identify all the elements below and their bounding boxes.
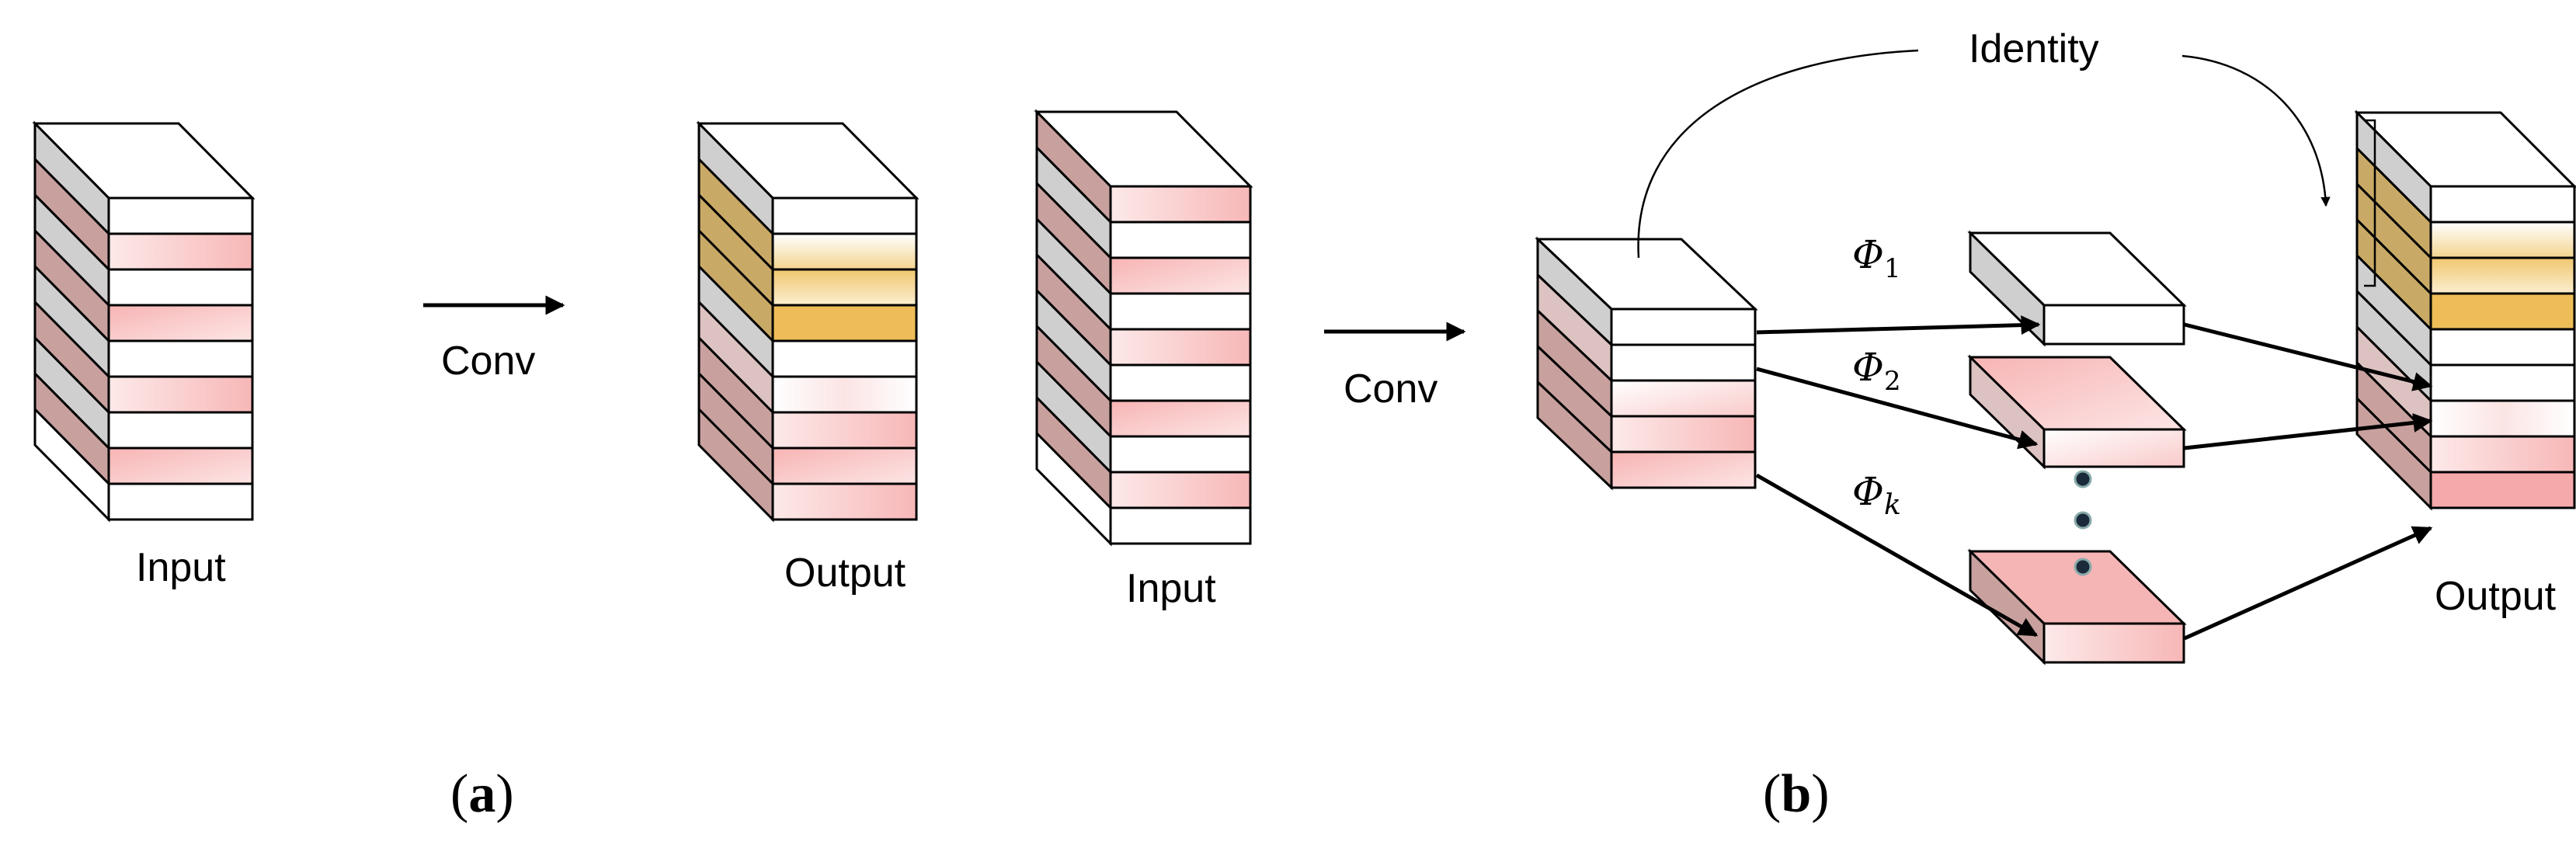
panel-b: Input Conv Identity Φ1 Φ2 Φk Output bbox=[1126, 26, 2557, 824]
input-label-b: Input bbox=[1126, 566, 1216, 611]
output-block-a-layer-7 bbox=[771, 411, 918, 450]
phi-k-label: Φk bbox=[1852, 469, 1901, 521]
panel-a: Conv Input Output (a) bbox=[136, 295, 906, 824]
phi-k-subscript: k bbox=[1884, 489, 1901, 521]
input-block-a-layer-9 bbox=[107, 482, 254, 521]
output-block-b-layer-8 bbox=[2429, 435, 2576, 474]
output-block-a-layer-5 bbox=[771, 339, 918, 378]
input-block-a bbox=[32, 120, 256, 523]
input-block-b-layer-5 bbox=[1109, 328, 1252, 367]
output-block-b-layer-2 bbox=[2429, 221, 2576, 259]
output-block-b-layer-9 bbox=[2429, 471, 2576, 509]
panel-caption-b: (b) bbox=[1763, 764, 1830, 824]
caption-open-paren-b: ( bbox=[1763, 764, 1781, 824]
input-block-a-layer-6 bbox=[107, 375, 254, 414]
input-block-a-layer-1 bbox=[107, 196, 254, 235]
output-block-a-layer-9 bbox=[771, 482, 918, 521]
panel-caption-a: (a) bbox=[450, 764, 514, 824]
output-block-a-layer-1 bbox=[771, 196, 918, 235]
caption-close-paren-b: ) bbox=[1811, 764, 1829, 824]
output-block-b-layer-6 bbox=[2429, 363, 2576, 402]
identity-label: Identity bbox=[1969, 26, 2099, 71]
output-label-b: Output bbox=[2435, 574, 2557, 619]
caption-letter-a: a bbox=[468, 764, 495, 824]
output-block-a-layer-4 bbox=[771, 304, 918, 342]
arrow-input-to-phik bbox=[1755, 473, 2039, 638]
input-block-a-layer-2 bbox=[107, 232, 254, 271]
arrow-phik-to-output bbox=[2183, 526, 2433, 641]
output-block-b bbox=[2354, 109, 2576, 511]
ellipsis-dot-1 bbox=[2074, 470, 2092, 488]
output-block-b-layer-1 bbox=[2429, 185, 2576, 224]
input-block-a-layer-5 bbox=[107, 339, 254, 378]
caption-letter-b: b bbox=[1781, 764, 1811, 824]
phi-2-subscript: 2 bbox=[1884, 366, 1901, 397]
output-block-b-layer-7 bbox=[2429, 399, 2576, 438]
phi-k-symbol: Φ bbox=[1852, 469, 1884, 514]
phi-k-slab-front bbox=[2042, 622, 2185, 664]
feature-block-b-layer-4 bbox=[1610, 415, 1757, 454]
input-block-b-layer-10 bbox=[1109, 506, 1252, 545]
phi-2-slab-front bbox=[2042, 428, 2185, 468]
feature-block-b-layer-2 bbox=[1610, 343, 1757, 382]
phi-2-symbol: Φ bbox=[1852, 345, 1884, 390]
identity-bracket bbox=[2364, 119, 2376, 287]
phi-2-slab bbox=[1967, 354, 2187, 470]
output-block-a-layer-3 bbox=[771, 268, 918, 307]
input-label-a: Input bbox=[136, 545, 226, 590]
input-block-b-layer-7 bbox=[1109, 399, 1252, 438]
input-block-b-layer-6 bbox=[1109, 363, 1252, 402]
ellipsis-dot-2 bbox=[2074, 511, 2092, 530]
caption-open-paren: ( bbox=[450, 764, 468, 824]
input-block-a-layer-3 bbox=[107, 268, 254, 307]
identity-curve-right bbox=[2181, 54, 2331, 207]
feature-block-b bbox=[1535, 236, 1758, 491]
feature-block-b-layer-3 bbox=[1610, 379, 1757, 418]
output-block-a bbox=[696, 120, 920, 523]
output-block-b-layer-5 bbox=[2429, 328, 2576, 367]
output-block-b-layer-3 bbox=[2429, 256, 2576, 295]
arrow-phi1-to-output bbox=[2184, 322, 2433, 391]
output-block-a-layer-6 bbox=[771, 375, 918, 414]
arrow-input-to-phi1 bbox=[1756, 315, 2041, 335]
conv-label-a: Conv bbox=[441, 339, 535, 384]
feature-block-b-layer-1 bbox=[1610, 308, 1757, 346]
phi-1-label: Φ1 bbox=[1852, 232, 1901, 284]
output-block-a-layer-2 bbox=[771, 232, 918, 271]
phi-1-subscript: 1 bbox=[1884, 253, 1901, 284]
input-block-b-layer-4 bbox=[1109, 292, 1252, 331]
input-block-b-layer-3 bbox=[1109, 256, 1252, 295]
output-block-a-layer-8 bbox=[771, 447, 918, 485]
input-block-a-layer-4 bbox=[107, 304, 254, 342]
input-block-a-layer-8 bbox=[107, 447, 254, 485]
phi-1-slab-front bbox=[2042, 304, 2185, 346]
arrow-phi2-to-output bbox=[2184, 413, 2433, 450]
output-block-b-layer-4 bbox=[2429, 292, 2576, 331]
input-block-b-layer-2 bbox=[1109, 221, 1252, 259]
phi-2-label: Φ2 bbox=[1852, 345, 1901, 397]
output-label-a: Output bbox=[784, 551, 906, 596]
input-block-b-layer-8 bbox=[1109, 435, 1252, 474]
input-block-b bbox=[1034, 109, 1253, 547]
identity-curve-left bbox=[1637, 49, 1919, 259]
input-block-b-layer-9 bbox=[1109, 471, 1252, 509]
input-block-a-layer-7 bbox=[107, 411, 254, 450]
input-block-b-layer-1 bbox=[1109, 185, 1252, 224]
arrow-input-to-phi2 bbox=[1756, 367, 2039, 450]
caption-close-paren: ) bbox=[495, 764, 513, 824]
phi-1-symbol: Φ bbox=[1852, 232, 1884, 277]
feature-block-b-layer-5 bbox=[1610, 450, 1757, 489]
conv-label-b: Conv bbox=[1344, 367, 1437, 412]
ellipsis-dot-3 bbox=[2074, 558, 2092, 576]
